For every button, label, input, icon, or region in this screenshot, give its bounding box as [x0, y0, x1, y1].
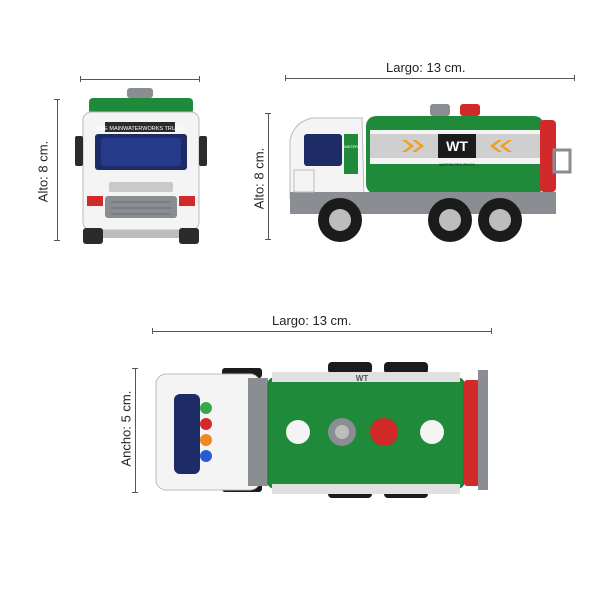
front-width-tick-right: [199, 76, 200, 82]
side-height-tick-bottom: [265, 239, 271, 240]
top-length-tick-left: [152, 328, 153, 334]
truck-side-view: WT WATERWORK TRUCK WATER: [289, 104, 572, 242]
truck-top-view: WT: [155, 362, 488, 498]
top-width-line: [135, 368, 136, 492]
tank-logo-text: WT: [446, 138, 468, 154]
side-length-tick-left: [285, 75, 286, 81]
top-width-tick-bottom: [132, 492, 138, 493]
top-width-label: Ancho: 5 cm.: [118, 390, 134, 467]
side-height-line: [268, 113, 269, 239]
top-length-label: Largo: 13 cm.: [272, 313, 352, 328]
front-height-label: Alto: 8 cm.: [35, 140, 51, 203]
front-height-tick-top: [54, 99, 60, 100]
top-width-tick-top: [132, 368, 138, 369]
cab-plate-text: WATER: [344, 144, 358, 149]
top-tank-text: WT: [356, 374, 369, 383]
tank-logo-sub-text: WATERWORK TRUCK: [439, 163, 476, 167]
side-length-tick-right: [574, 75, 575, 81]
front-sign-text: DAE MAINWATERWORKS TRUCK: [97, 126, 184, 132]
front-width-line: [80, 79, 199, 80]
front-width-tick-left: [80, 76, 81, 82]
front-height-tick-bottom: [54, 240, 60, 241]
front-height-line: [57, 99, 58, 240]
top-length-line: [152, 331, 491, 332]
side-length-line: [285, 78, 574, 79]
top-length-tick-right: [491, 328, 492, 334]
side-length-label: Largo: 13 cm.: [386, 60, 466, 75]
side-height-label: Alto: 8 cm.: [251, 147, 267, 210]
side-height-tick-top: [265, 113, 271, 114]
truck-front-view: DAE MAINWATERWORKS TRUCK: [75, 88, 207, 244]
